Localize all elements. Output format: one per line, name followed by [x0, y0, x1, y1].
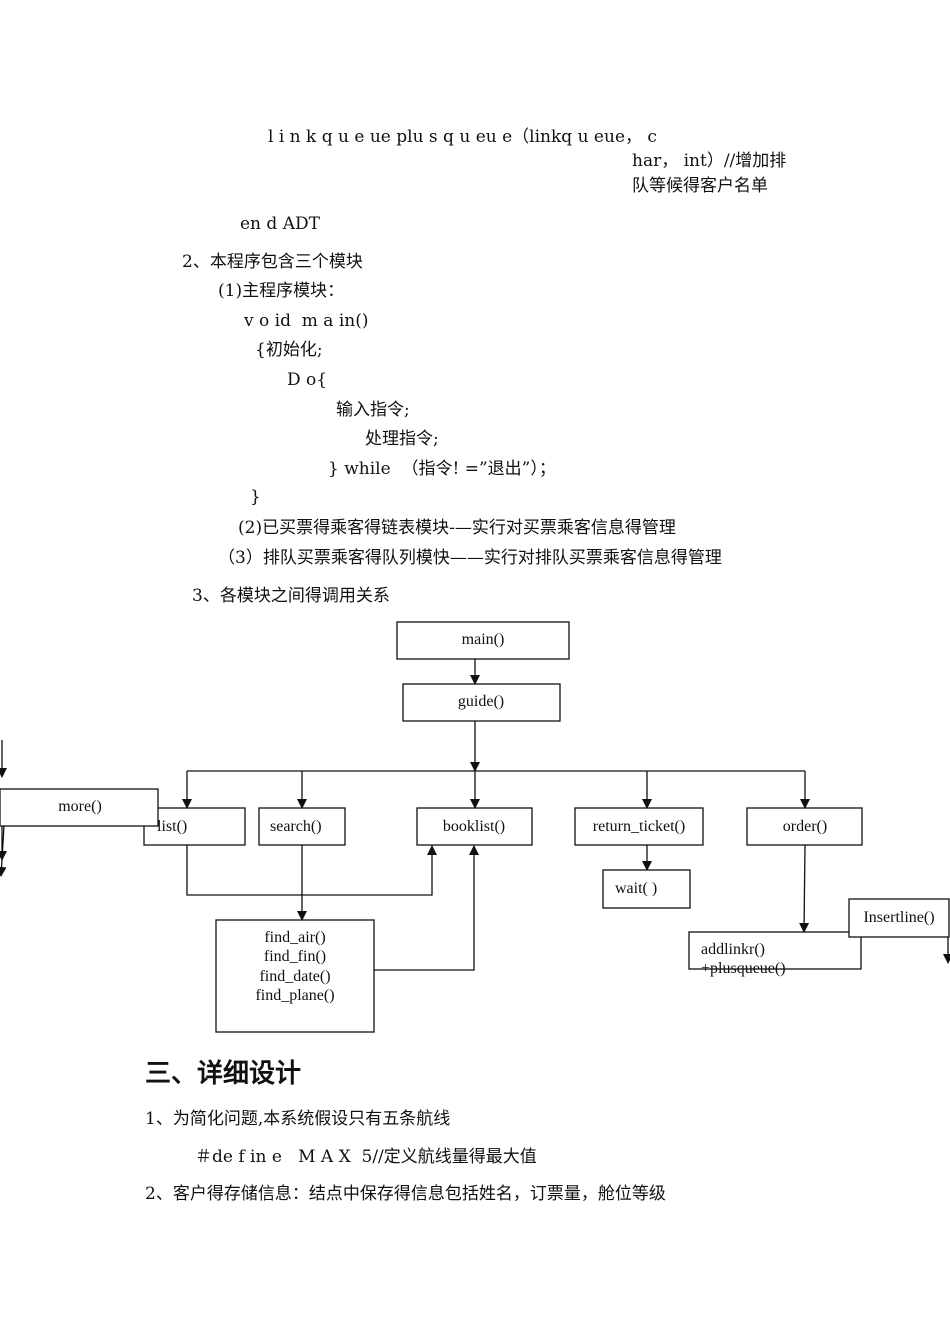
- box-label: booklist(): [443, 818, 505, 835]
- box-search: search(): [258, 807, 346, 846]
- code-line: har， int）//增加排: [632, 151, 787, 171]
- arrow: [374, 845, 479, 971]
- paragraph: 1、为简化问题,本系统假设只有五条航线: [145, 1109, 451, 1129]
- box-label: +plusqueue(): [701, 960, 786, 977]
- box-more: more(): [0, 788, 159, 827]
- box-label: find_date(): [259, 968, 330, 985]
- box-label: wait( ): [615, 880, 657, 897]
- box-list: list(): [143, 807, 246, 846]
- paragraph: 2、客户得存储信息：结点中保存得信息包括姓名，订票量，舱位等级: [145, 1184, 666, 1204]
- box-label: order(): [783, 818, 827, 835]
- code-line: 处理指令;: [365, 429, 439, 449]
- paragraph: （3）排队买票乘客得队列模快——实行对排队买票乘客信息得管理: [218, 548, 722, 568]
- box-label: list(): [157, 818, 187, 835]
- code-line: en d ADT: [240, 214, 320, 234]
- code-line: 队等候得客户名单: [632, 176, 768, 196]
- code-line: v o id m a in(): [244, 311, 369, 331]
- arrow: [799, 844, 810, 933]
- box-label: more(): [58, 798, 102, 815]
- paragraph: (2)已买票得乘客得链表模块-—实行对买票乘客信息得管理: [238, 518, 676, 538]
- box-order: order(): [746, 807, 863, 846]
- box-label: search(): [270, 818, 322, 835]
- box-guide: guide(): [402, 683, 561, 722]
- box-label: main(): [462, 631, 505, 648]
- box-booklist: booklist(): [416, 807, 533, 846]
- box-label: find_plane(): [255, 987, 334, 1004]
- box-label: guide(): [458, 693, 504, 710]
- section-heading: 三、详细设计: [145, 1059, 302, 1089]
- paragraph: 3、各模块之间得调用关系: [192, 586, 390, 606]
- box-main: main(): [396, 621, 570, 660]
- code-line: } while （指令! =”退出”）；: [328, 459, 556, 479]
- box-label: find_fin(): [264, 948, 326, 965]
- code-line: l i n k q u e ue plu s q u eu e（linkq u …: [268, 127, 657, 147]
- code-line: {初始化;: [255, 340, 323, 360]
- arrow: [186, 845, 437, 896]
- box-label: return_ticket(): [593, 818, 685, 835]
- box-wait: wait( ): [602, 869, 691, 909]
- box-label: addlinkr(): [701, 941, 765, 958]
- paragraph: (1)主程序模块：: [218, 281, 345, 301]
- code-line: 输入指令;: [336, 400, 410, 420]
- code-line: D o{: [287, 370, 328, 390]
- box-insertline: Insertline(): [848, 898, 950, 938]
- box-label: find_air(): [264, 929, 325, 946]
- code-line: ＃de f in e M A X 5//定义航线量得最大值: [195, 1147, 537, 1167]
- box-return-ticket: return_ticket(): [574, 807, 704, 846]
- box-label: Insertline(): [863, 909, 934, 926]
- box-addlinkr: addlinkr() +plusqueue(): [688, 931, 862, 977]
- box-find: find_air() find_fin() find_date() find_p…: [215, 919, 375, 1033]
- arrow: [0, 825, 7, 877]
- code-line: }: [250, 487, 261, 507]
- paragraph: 2、本程序包含三个模块: [182, 252, 363, 272]
